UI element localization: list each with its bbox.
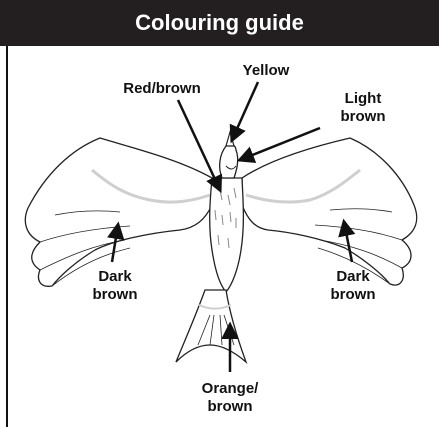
- tail: [176, 290, 246, 362]
- head: [220, 144, 238, 178]
- label-dark-brown-right: Dark brown: [318, 268, 388, 304]
- arrow-yellow: [232, 82, 258, 140]
- label-orange-brown: Orange/ brown: [180, 380, 280, 416]
- label-dark-brown-left: Dark brown: [80, 268, 150, 304]
- label-red-brown: Red/brown: [112, 80, 212, 98]
- label-light-brown: Light brown: [318, 90, 408, 126]
- label-yellow: Yellow: [228, 62, 304, 80]
- body: [210, 178, 244, 292]
